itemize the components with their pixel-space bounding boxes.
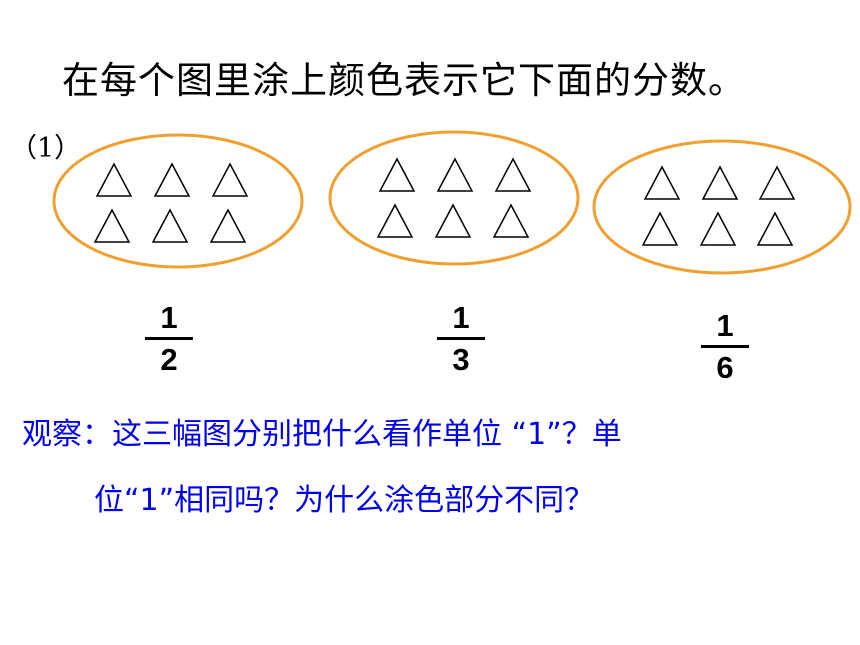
fraction-3-denominator: 6 xyxy=(716,350,734,385)
triangle[interactable] xyxy=(756,211,794,246)
group-2-ellipse xyxy=(328,130,580,266)
triangle[interactable] xyxy=(436,157,474,192)
fraction-2-bar xyxy=(437,337,485,340)
question-line-1: 观察：这三幅图分别把什么看作单位 “1”？单 xyxy=(22,417,622,452)
triangle[interactable] xyxy=(151,208,189,243)
triangle[interactable] xyxy=(378,157,416,192)
triangle[interactable] xyxy=(699,211,737,246)
fraction-1-numerator: 1 xyxy=(160,300,178,335)
fraction-1-denominator: 2 xyxy=(160,342,178,377)
triangle[interactable] xyxy=(209,208,247,243)
group-1 xyxy=(52,133,304,269)
triangle[interactable] xyxy=(376,203,414,238)
triangle[interactable] xyxy=(643,165,681,200)
triangle[interactable] xyxy=(641,211,679,246)
fraction-3-bar xyxy=(701,345,749,348)
fraction-3: 1 6 xyxy=(695,310,755,383)
triangle[interactable] xyxy=(701,165,739,200)
question-line-2: 位“1”相同吗？为什么涂色部分不同？ xyxy=(94,483,595,518)
triangle[interactable] xyxy=(95,162,133,197)
triangle-groups xyxy=(52,130,852,275)
fraction-2: 1 3 xyxy=(431,302,491,375)
fraction-3-numerator: 1 xyxy=(716,308,734,343)
group-2 xyxy=(328,130,580,266)
instruction-title: 在每个图里涂上颜色表示它下面的分数。 xyxy=(62,59,746,102)
fraction-2-denominator: 3 xyxy=(452,342,470,377)
triangle[interactable] xyxy=(492,203,530,238)
observation-question: 观察：这三幅图分别把什么看作单位 “1”？单 位“1”相同吗？为什么涂色部分不同… xyxy=(22,402,842,534)
group-3-ellipse xyxy=(592,139,852,275)
triangle[interactable] xyxy=(93,208,131,243)
fraction-1-bar xyxy=(145,337,193,340)
triangle[interactable] xyxy=(153,162,191,197)
triangle[interactable] xyxy=(758,165,796,200)
triangle[interactable] xyxy=(494,157,532,192)
fraction-2-numerator: 1 xyxy=(452,300,470,335)
triangle[interactable] xyxy=(211,162,249,197)
group-3 xyxy=(592,139,852,275)
fraction-1: 1 2 xyxy=(139,302,199,375)
group-1-ellipse xyxy=(52,133,304,269)
triangle[interactable] xyxy=(434,203,472,238)
problem-number: （1） xyxy=(10,133,82,164)
